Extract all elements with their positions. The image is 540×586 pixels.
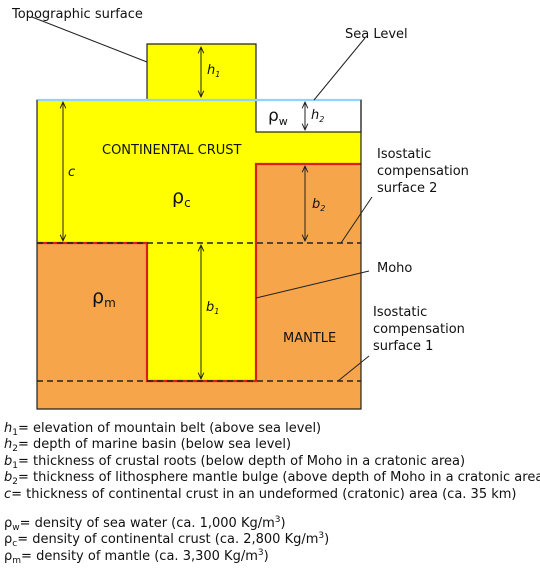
label-continental-crust: CONTINENTAL CRUST (102, 143, 242, 158)
leader-topographic (31, 16, 148, 63)
legend: h1= elevation of mountain belt (above se… (4, 421, 540, 565)
block-outline (36, 100, 362, 410)
dim-label-h1: h1 (207, 63, 220, 79)
legend-row-h1: h1= elevation of mountain belt (above se… (4, 421, 322, 438)
legend-row-rho-c: ρc= density of continental crust (ca. 2,… (4, 531, 330, 550)
leader-isostatic-1 (337, 355, 370, 382)
isostasy-diagram: Topographic surface Sea Level CONTINENTA… (11, 7, 469, 410)
legend-row-h2: h2= depth of marine basin (below sea lev… (4, 437, 292, 455)
marine-basin (255, 99, 362, 133)
legend-row-rho-m: ρm= density of mantle (ca. 3,300 Kg/m3) (4, 547, 269, 566)
continental-crust-region (37, 44, 361, 381)
label-isostatic-2-line1: Isostatic (377, 147, 431, 162)
label-rho-c: ρc (172, 186, 191, 210)
label-topographic-surface: Topographic surface (11, 7, 143, 22)
label-moho: Moho (377, 261, 412, 276)
legend-row-c: c= thickness of continental crust in an … (4, 486, 517, 502)
label-rho-m: ρm (92, 286, 116, 310)
dim-label-c: c (68, 165, 75, 180)
label-rho-w: ρw (268, 106, 288, 128)
legend-row-b2: b2= thickness of lithosphere mantle bulg… (4, 470, 540, 488)
leader-moho (255, 270, 370, 299)
label-isostatic-1-line1: Isostatic (373, 305, 427, 320)
leader-isostatic-2 (340, 196, 373, 244)
dim-label-h2: h2 (311, 108, 324, 124)
label-isostatic-2-line3: surface 2 (377, 181, 437, 196)
label-isostatic-2-line2: compensation (377, 164, 469, 179)
dim-label-b1: b1 (206, 300, 219, 316)
label-sea-level: Sea Level (345, 27, 408, 42)
label-mantle: MANTLE (283, 331, 336, 346)
legend-row-rho-w: ρw= density of sea water (ca. 1,000 Kg/m… (4, 515, 286, 534)
dim-label-b2: b2 (312, 197, 325, 213)
label-isostatic-1-line2: compensation (373, 322, 465, 337)
leader-sea-level (313, 37, 366, 101)
label-isostatic-1-line3: surface 1 (373, 339, 433, 354)
mountain-outline (146, 43, 257, 100)
legend-row-b1: b1= thickness of crustal roots (below de… (4, 453, 466, 471)
